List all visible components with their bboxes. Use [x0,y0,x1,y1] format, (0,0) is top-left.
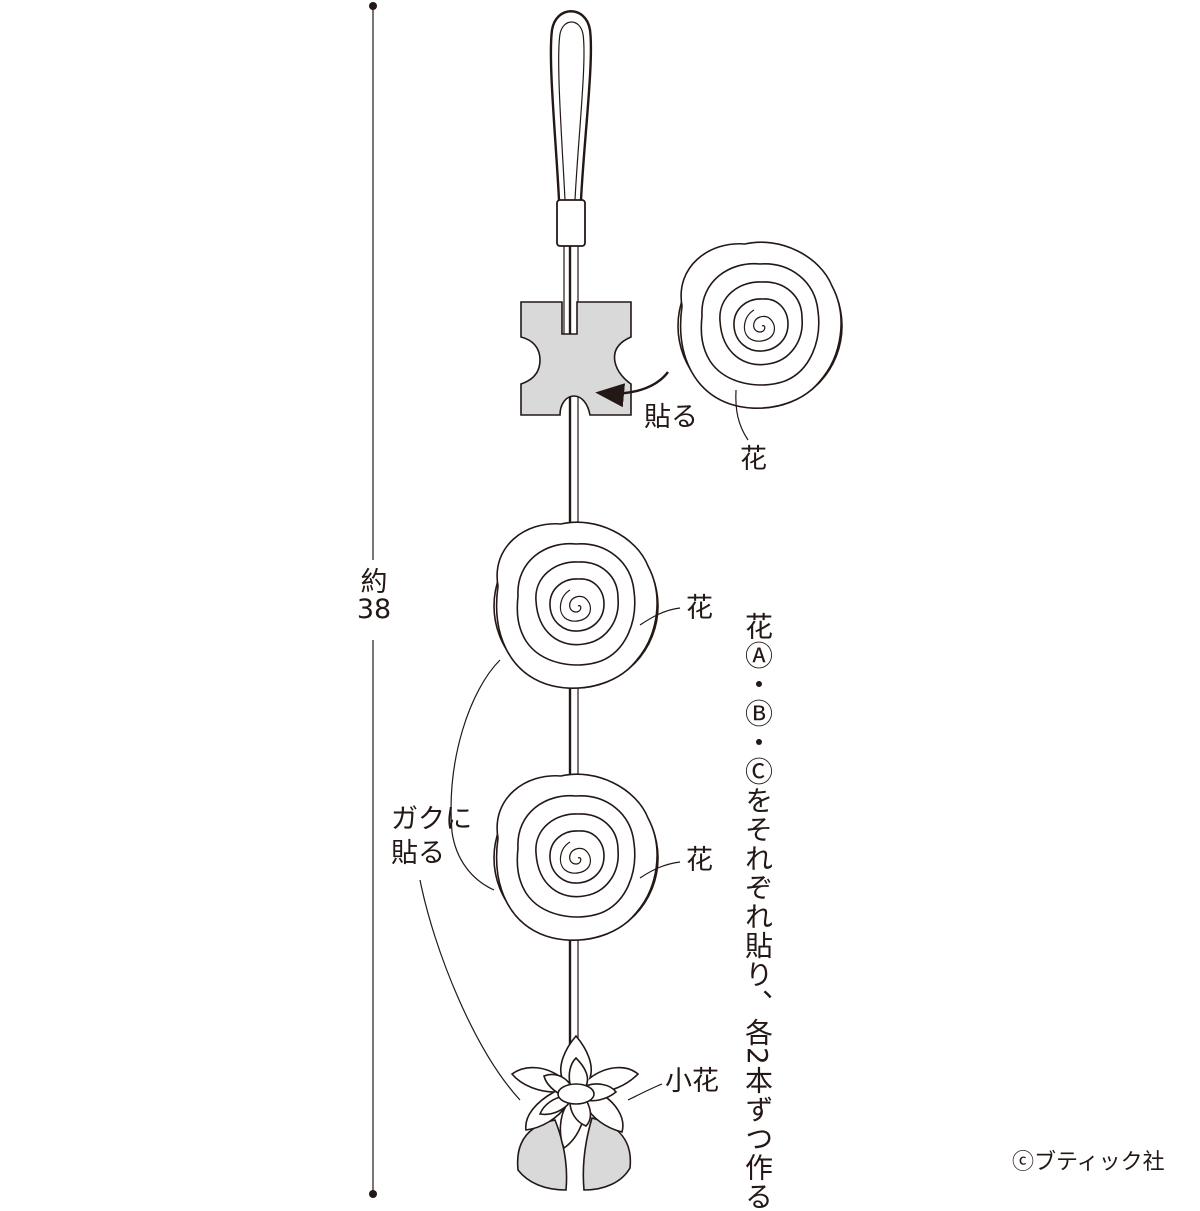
length-label-line2: 38 [356,594,392,625]
small-flower [510,1034,640,1150]
length-label: 約 38 [356,566,392,626]
arrow [595,371,669,408]
flower-1-label: 花 [686,593,713,624]
attach-label: 貼る [644,402,698,433]
hanging-loop [549,10,593,201]
leaf [516,1117,632,1191]
dimension-line [369,2,377,1198]
flower-top-label: 花 [740,444,767,475]
length-label-line1: 約 [360,567,388,598]
calyx-label: ガクに 貼る [391,803,472,871]
calyx-label-line2: 貼る [391,838,445,869]
rose-flower-2 [493,773,659,941]
calyx-label-line1: ガクに [391,804,472,835]
small-flower-label: 小花 [665,1066,719,1097]
rose-flower-1 [493,521,659,689]
rose-flower-top [677,241,843,409]
calyx-piece [520,301,632,416]
flower-2-label: 花 [686,845,713,876]
instruction-note: 花Ⓐ・Ⓑ・Ⓒをそれぞれ貼り、各2本ずつ作る [741,612,774,1211]
copyright: ⓒブティック社 [1012,1150,1165,1175]
cord-stopper [556,199,586,247]
